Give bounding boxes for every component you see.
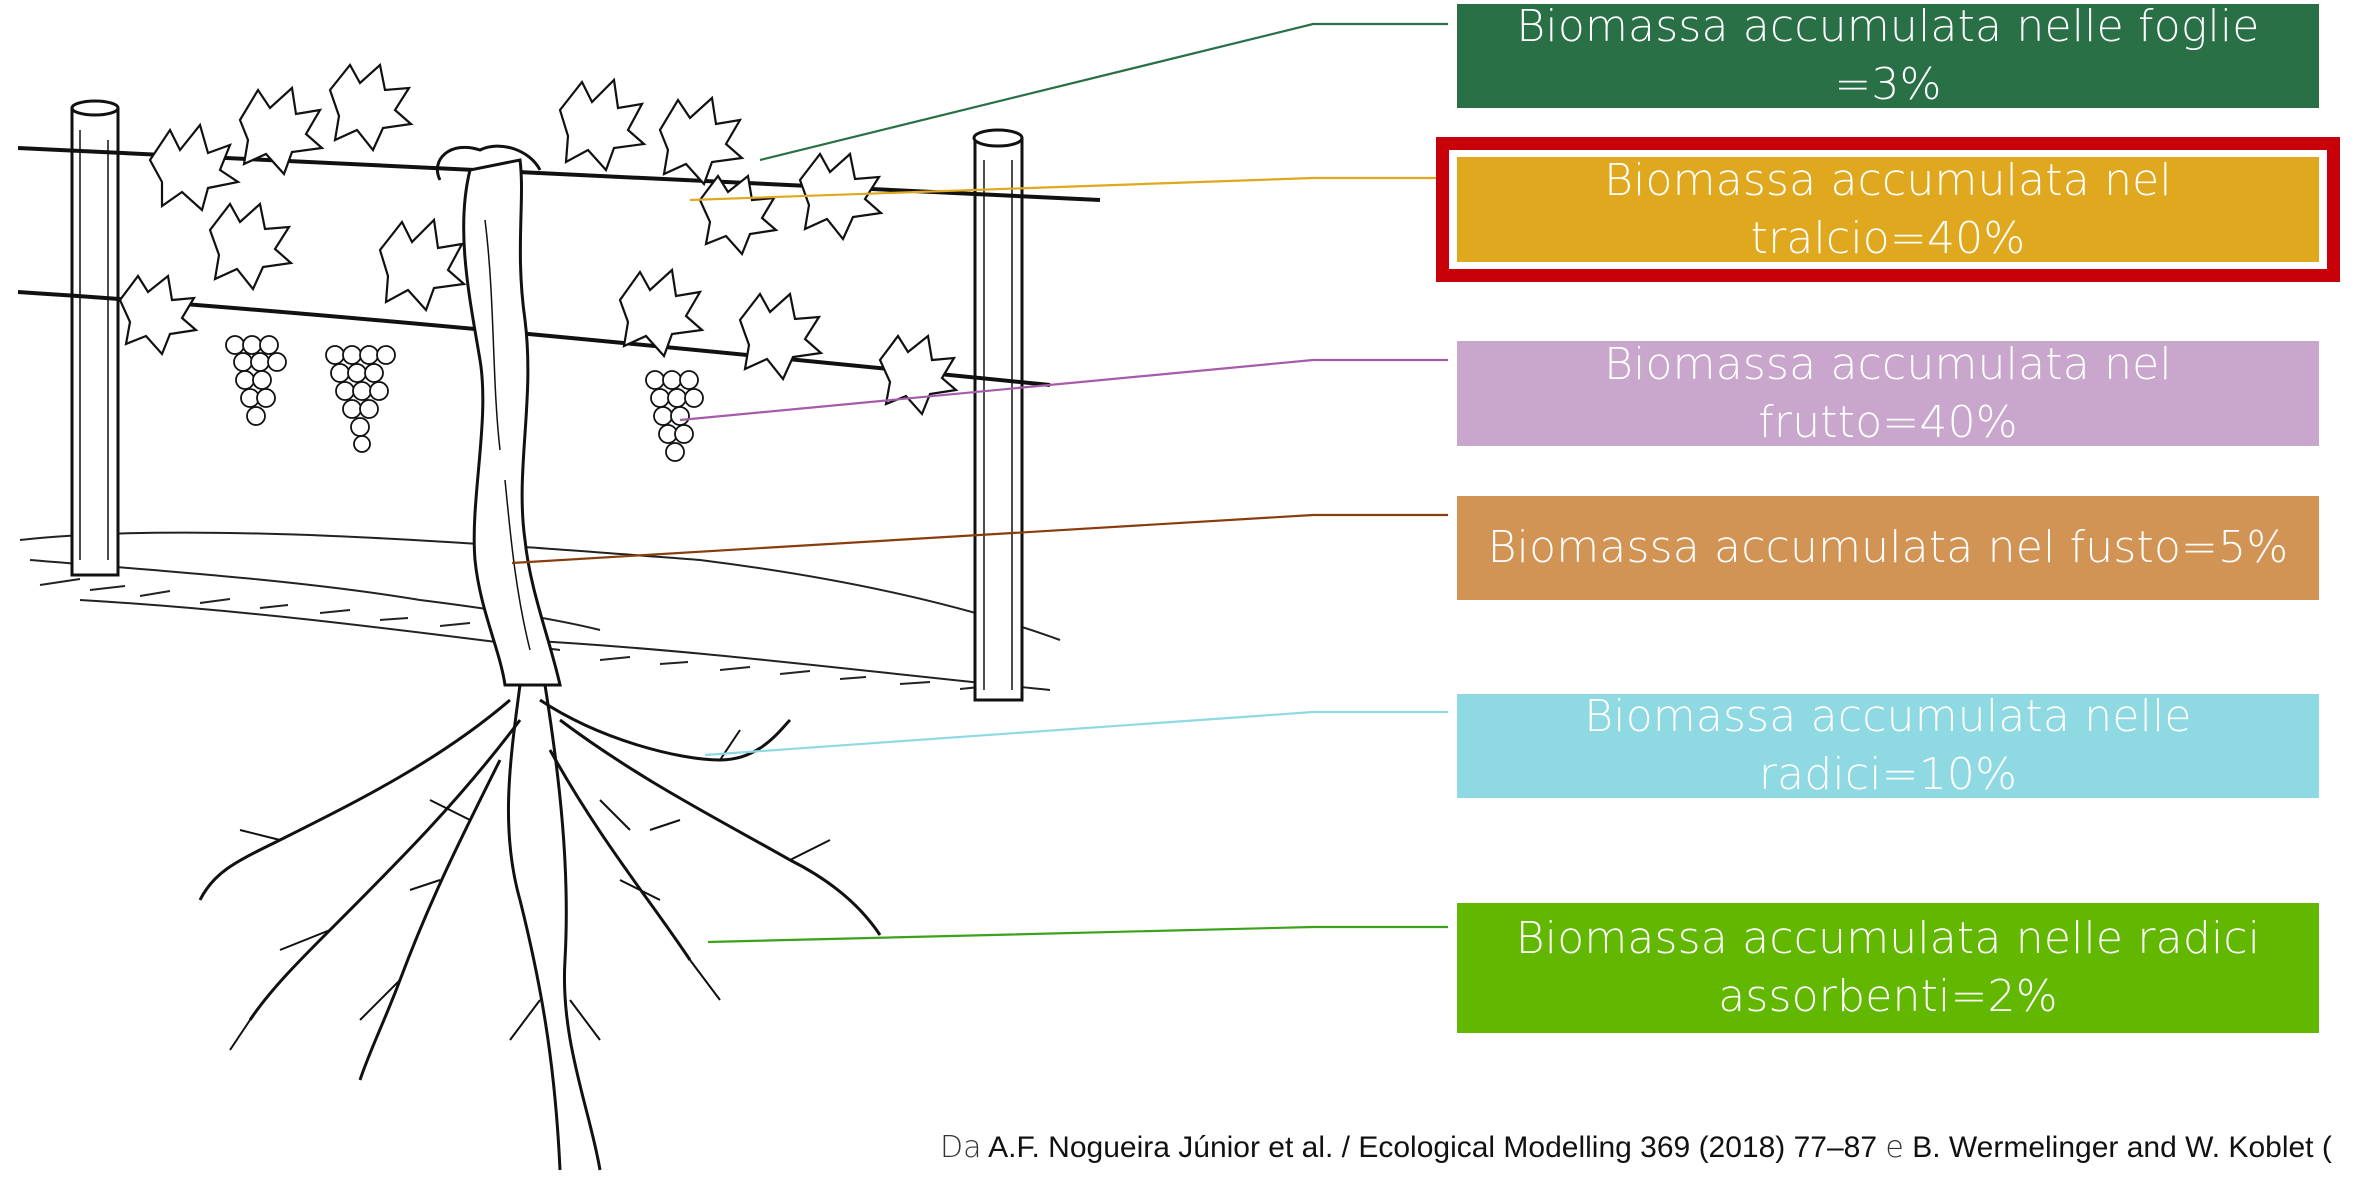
source-da: Da: [940, 1130, 981, 1165]
grape-bunches: [226, 336, 703, 461]
label-fusto: Biomassa accumulata nel fusto=5%: [1457, 496, 2319, 600]
source-citation: Da A.F. Nogueira Júnior et al. / Ecologi…: [940, 1128, 2354, 1168]
label-frutto: Biomassa accumulata nel frutto=40%: [1457, 341, 2319, 446]
source-ref2: B. Wermelinger and W. Koblet (: [1912, 1131, 2332, 1164]
label-radici: Biomassa accumulata nelle radici=10%: [1457, 694, 2319, 798]
source-ref1: A.F. Nogueira Júnior et al. / Ecological…: [988, 1131, 1877, 1164]
leader-line-radici: [705, 712, 1448, 755]
leader-line-assorbenti: [708, 927, 1448, 942]
leader-line-frutto: [680, 360, 1448, 420]
highlight-frame: [1436, 137, 2340, 282]
source-e: e: [1885, 1130, 1903, 1165]
label-radici-assorbenti: Biomassa accumulata nelle radici assorbe…: [1457, 903, 2319, 1033]
label-foglie: Biomassa accumulata nelle foglie =3%: [1457, 4, 2319, 108]
vine-roots: [200, 685, 880, 1170]
leader-line-foglie: [760, 24, 1448, 160]
